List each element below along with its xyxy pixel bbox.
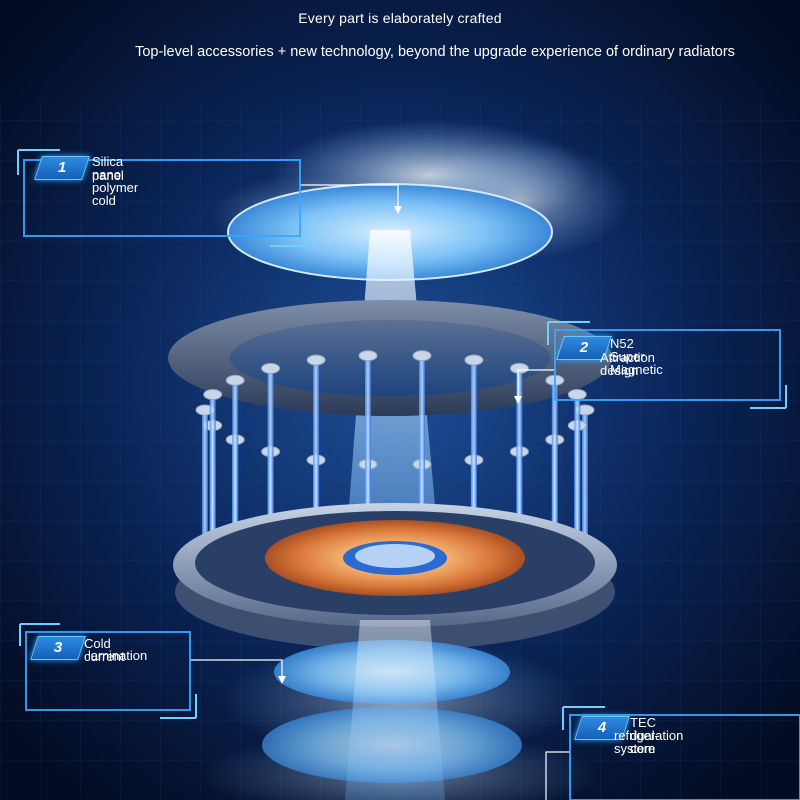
callout-label-line2: lamination: [88, 648, 148, 663]
magnet-pin-cap: [358, 350, 378, 362]
magnet-pin: [267, 368, 274, 529]
callout-frames: [17, 149, 800, 800]
callout-number-badge: 1: [34, 156, 90, 180]
magnet-pin: [470, 360, 477, 527]
magnet-pin: [551, 380, 558, 532]
magnet-pin: [419, 355, 425, 526]
leader-arrows: [278, 206, 522, 684]
magnet-pin-cap: [203, 389, 223, 400]
callout-label-line2: Attraction design: [600, 350, 655, 378]
magnetic-ring: [168, 300, 612, 416]
magnet-pin: [313, 360, 320, 527]
magnet-pin: [365, 355, 371, 526]
magnet-pin: [516, 368, 523, 529]
magnet-pin-cap: [225, 374, 245, 386]
callout-number-badge: 3: [30, 636, 86, 660]
page-subtitle: Top-level accessories + new technology, …: [135, 44, 735, 60]
page-title: Every part is elaborately crafted: [298, 10, 502, 26]
magnet-pin-cap: [261, 362, 281, 374]
base-plate: [173, 503, 617, 650]
magnet-pin-cap: [509, 362, 529, 374]
magnet-pin: [574, 394, 581, 536]
callout-label-line2: panel: [92, 168, 124, 183]
callout-label-line2: refrigeration system: [614, 728, 684, 756]
callout-label-line1: N52 Super Magnetic: [610, 336, 663, 377]
callout-label-line1: Silica nano polymer cold: [92, 154, 139, 208]
magnet-pin-cap: [567, 389, 587, 400]
magnet-pin-cap: [412, 350, 432, 362]
leader-lines: [190, 184, 570, 800]
magnet-pin: [202, 410, 208, 540]
callout-label-line1: TEC dual-core: [630, 715, 659, 756]
magnet-pin: [209, 394, 216, 536]
callout-label-line1: Cold current: [84, 636, 125, 664]
magnet-pin: [232, 380, 239, 532]
lower-beam: [345, 620, 445, 800]
magnet-pin-cap: [306, 354, 326, 366]
magnet-pin-cap: [464, 354, 484, 366]
magnet-pin: [582, 410, 588, 540]
